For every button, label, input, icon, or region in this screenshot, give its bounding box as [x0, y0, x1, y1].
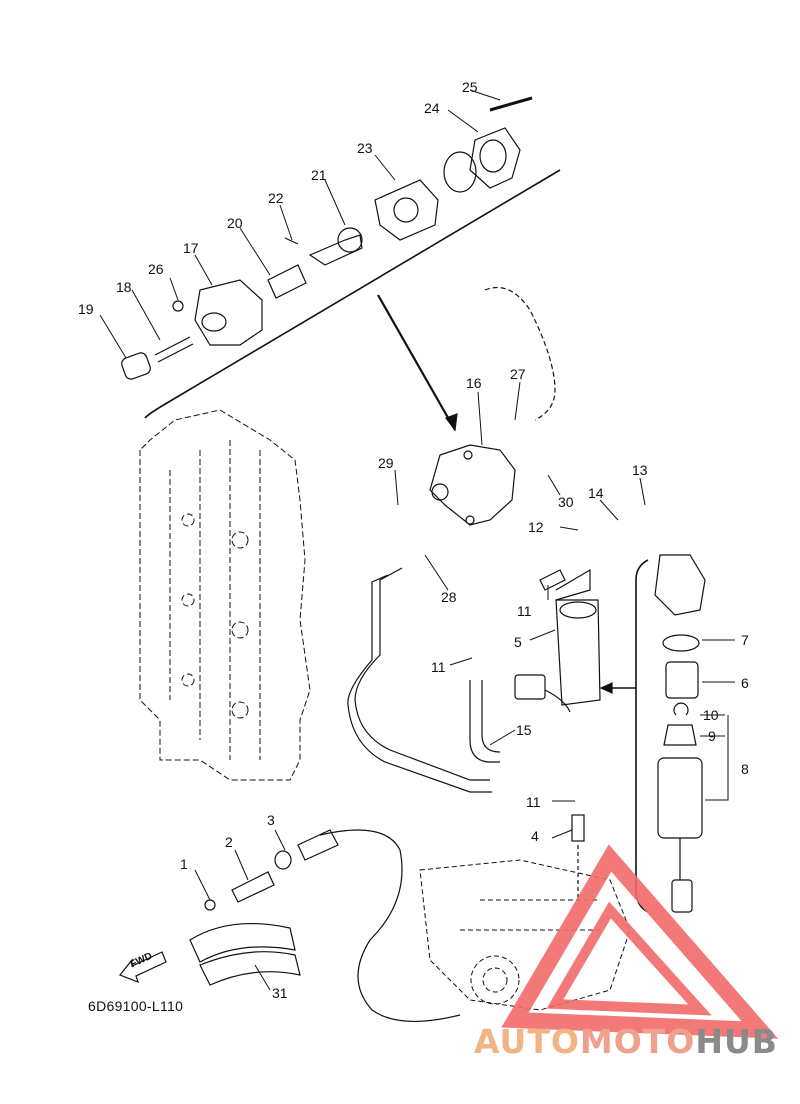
callout-label: 22 — [268, 190, 284, 206]
callout-label: 7 — [741, 632, 749, 648]
callout-label: 25 — [462, 79, 478, 95]
callout-label: 4 — [531, 828, 539, 844]
callout-label: 8 — [741, 761, 749, 777]
fwd-arrow — [119, 951, 167, 984]
callout-label: 3 — [267, 812, 275, 828]
callout-label: 14 — [588, 485, 604, 501]
callout-label: 9 — [708, 728, 716, 744]
callout-label: 1 — [180, 856, 188, 872]
callout-label: 18 — [116, 279, 132, 295]
callout-label: 11 — [431, 659, 446, 675]
fuel-hoses — [347, 567, 585, 900]
upper-frame-line — [144, 169, 561, 419]
callout-label: 28 — [441, 589, 457, 605]
callout-label: 19 — [78, 301, 94, 317]
fuel-filter-assembly — [514, 568, 601, 713]
callout-label: 23 — [357, 140, 373, 156]
watermark-hub: HUB — [695, 1022, 778, 1061]
callout-label: 24 — [424, 100, 440, 116]
connector-parts — [189, 850, 301, 986]
callout-label: 26 — [148, 261, 164, 277]
callout-label: 5 — [514, 634, 522, 650]
callout-label: 15 — [516, 722, 532, 738]
callout-label: 30 — [558, 494, 574, 510]
callout-label: 11 — [517, 603, 532, 619]
callout-label: 12 — [528, 519, 544, 535]
callout-label: 16 — [466, 375, 482, 391]
watermark-auto: AUTO — [474, 1022, 580, 1061]
watermark-moto: MOTO — [579, 1022, 696, 1061]
callout-label: 11 — [526, 794, 541, 810]
callout-label: 21 — [311, 167, 327, 183]
watermark-text: AUTOMOTOHUB — [474, 1022, 778, 1061]
callout-label: 2 — [225, 834, 233, 850]
cylinder-block — [139, 409, 311, 781]
hose-top — [484, 286, 556, 421]
watermark-triangle — [501, 844, 779, 1039]
upper-frame-arrow — [377, 294, 456, 431]
filter-parts-right — [654, 554, 706, 913]
pump-parts-row — [121, 96, 533, 380]
callout-label: 27 — [510, 366, 526, 382]
callout-label: 20 — [227, 215, 243, 231]
callout-label: 13 — [632, 462, 648, 478]
part-code: 6D69100-L110 — [88, 998, 184, 1014]
fuel-pump — [429, 444, 516, 526]
callout-label: 17 — [183, 240, 199, 256]
right-frame-line — [635, 559, 649, 913]
callout-label: 10 — [703, 707, 719, 723]
long-fuel-line — [319, 829, 461, 1022]
leader-lines — [99, 89, 735, 991]
callout-label: 31 — [272, 985, 288, 1001]
callout-label: 29 — [378, 455, 394, 471]
callout-label: 6 — [741, 675, 749, 691]
